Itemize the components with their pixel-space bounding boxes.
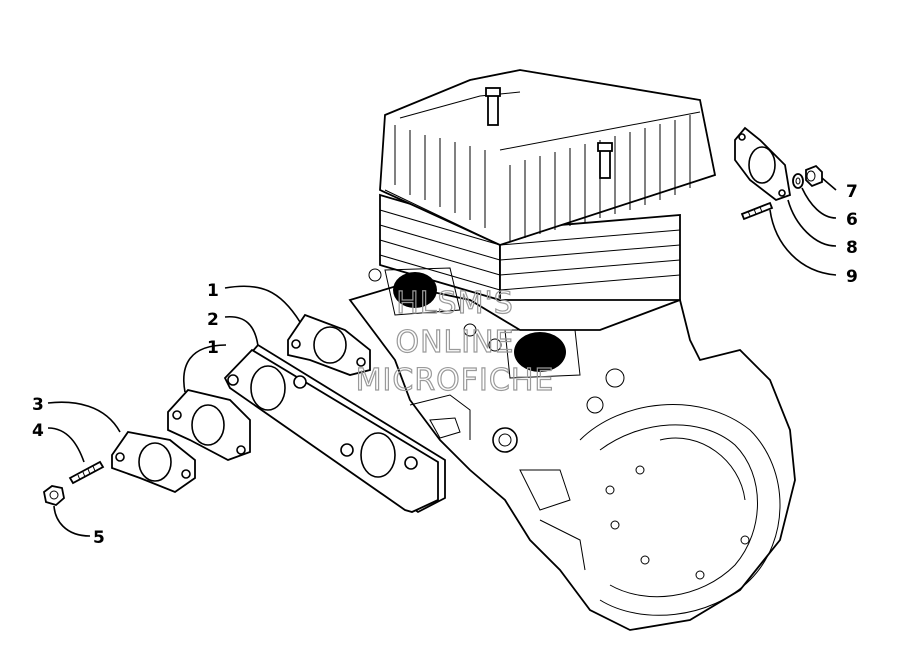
stud-icon [68, 460, 105, 485]
callout-5: 5 [93, 528, 105, 548]
manifold-gasket-plate [223, 343, 446, 514]
callout-8: 8 [846, 238, 858, 258]
engine-assembly [348, 69, 796, 631]
right-gasket [734, 126, 792, 202]
callout-2: 2 [207, 310, 219, 330]
callout-7: 7 [846, 182, 858, 202]
callout-1-lower: 1 [207, 338, 219, 358]
callout-3: 3 [32, 395, 44, 415]
watermark-line-3: MICROFICHE [356, 363, 555, 398]
leader-lines [47, 177, 837, 537]
exhaust-flange [111, 431, 196, 494]
stud-icon [740, 201, 774, 221]
callout-1-upper: 1 [207, 281, 219, 301]
washer-icon [792, 173, 804, 189]
callout-4: 4 [32, 421, 44, 441]
watermark-line-2: ONLINE [395, 325, 514, 360]
flange-gasket-upper [287, 313, 371, 376]
nut-icon [805, 164, 823, 188]
flange-gasket-lower [167, 389, 251, 461]
watermark: HLSM'S ONLINE MICROFICHE [355, 285, 555, 398]
callout-6: 6 [846, 210, 858, 230]
flange-nut-icon [43, 485, 65, 507]
callout-9: 9 [846, 267, 858, 287]
watermark-line-1: HLSM'S [396, 286, 514, 321]
callout-labels: 1 2 1 3 4 5 7 6 8 9 [32, 182, 858, 548]
spark-plug-icon [485, 87, 501, 126]
spark-plug-icon [597, 142, 613, 179]
